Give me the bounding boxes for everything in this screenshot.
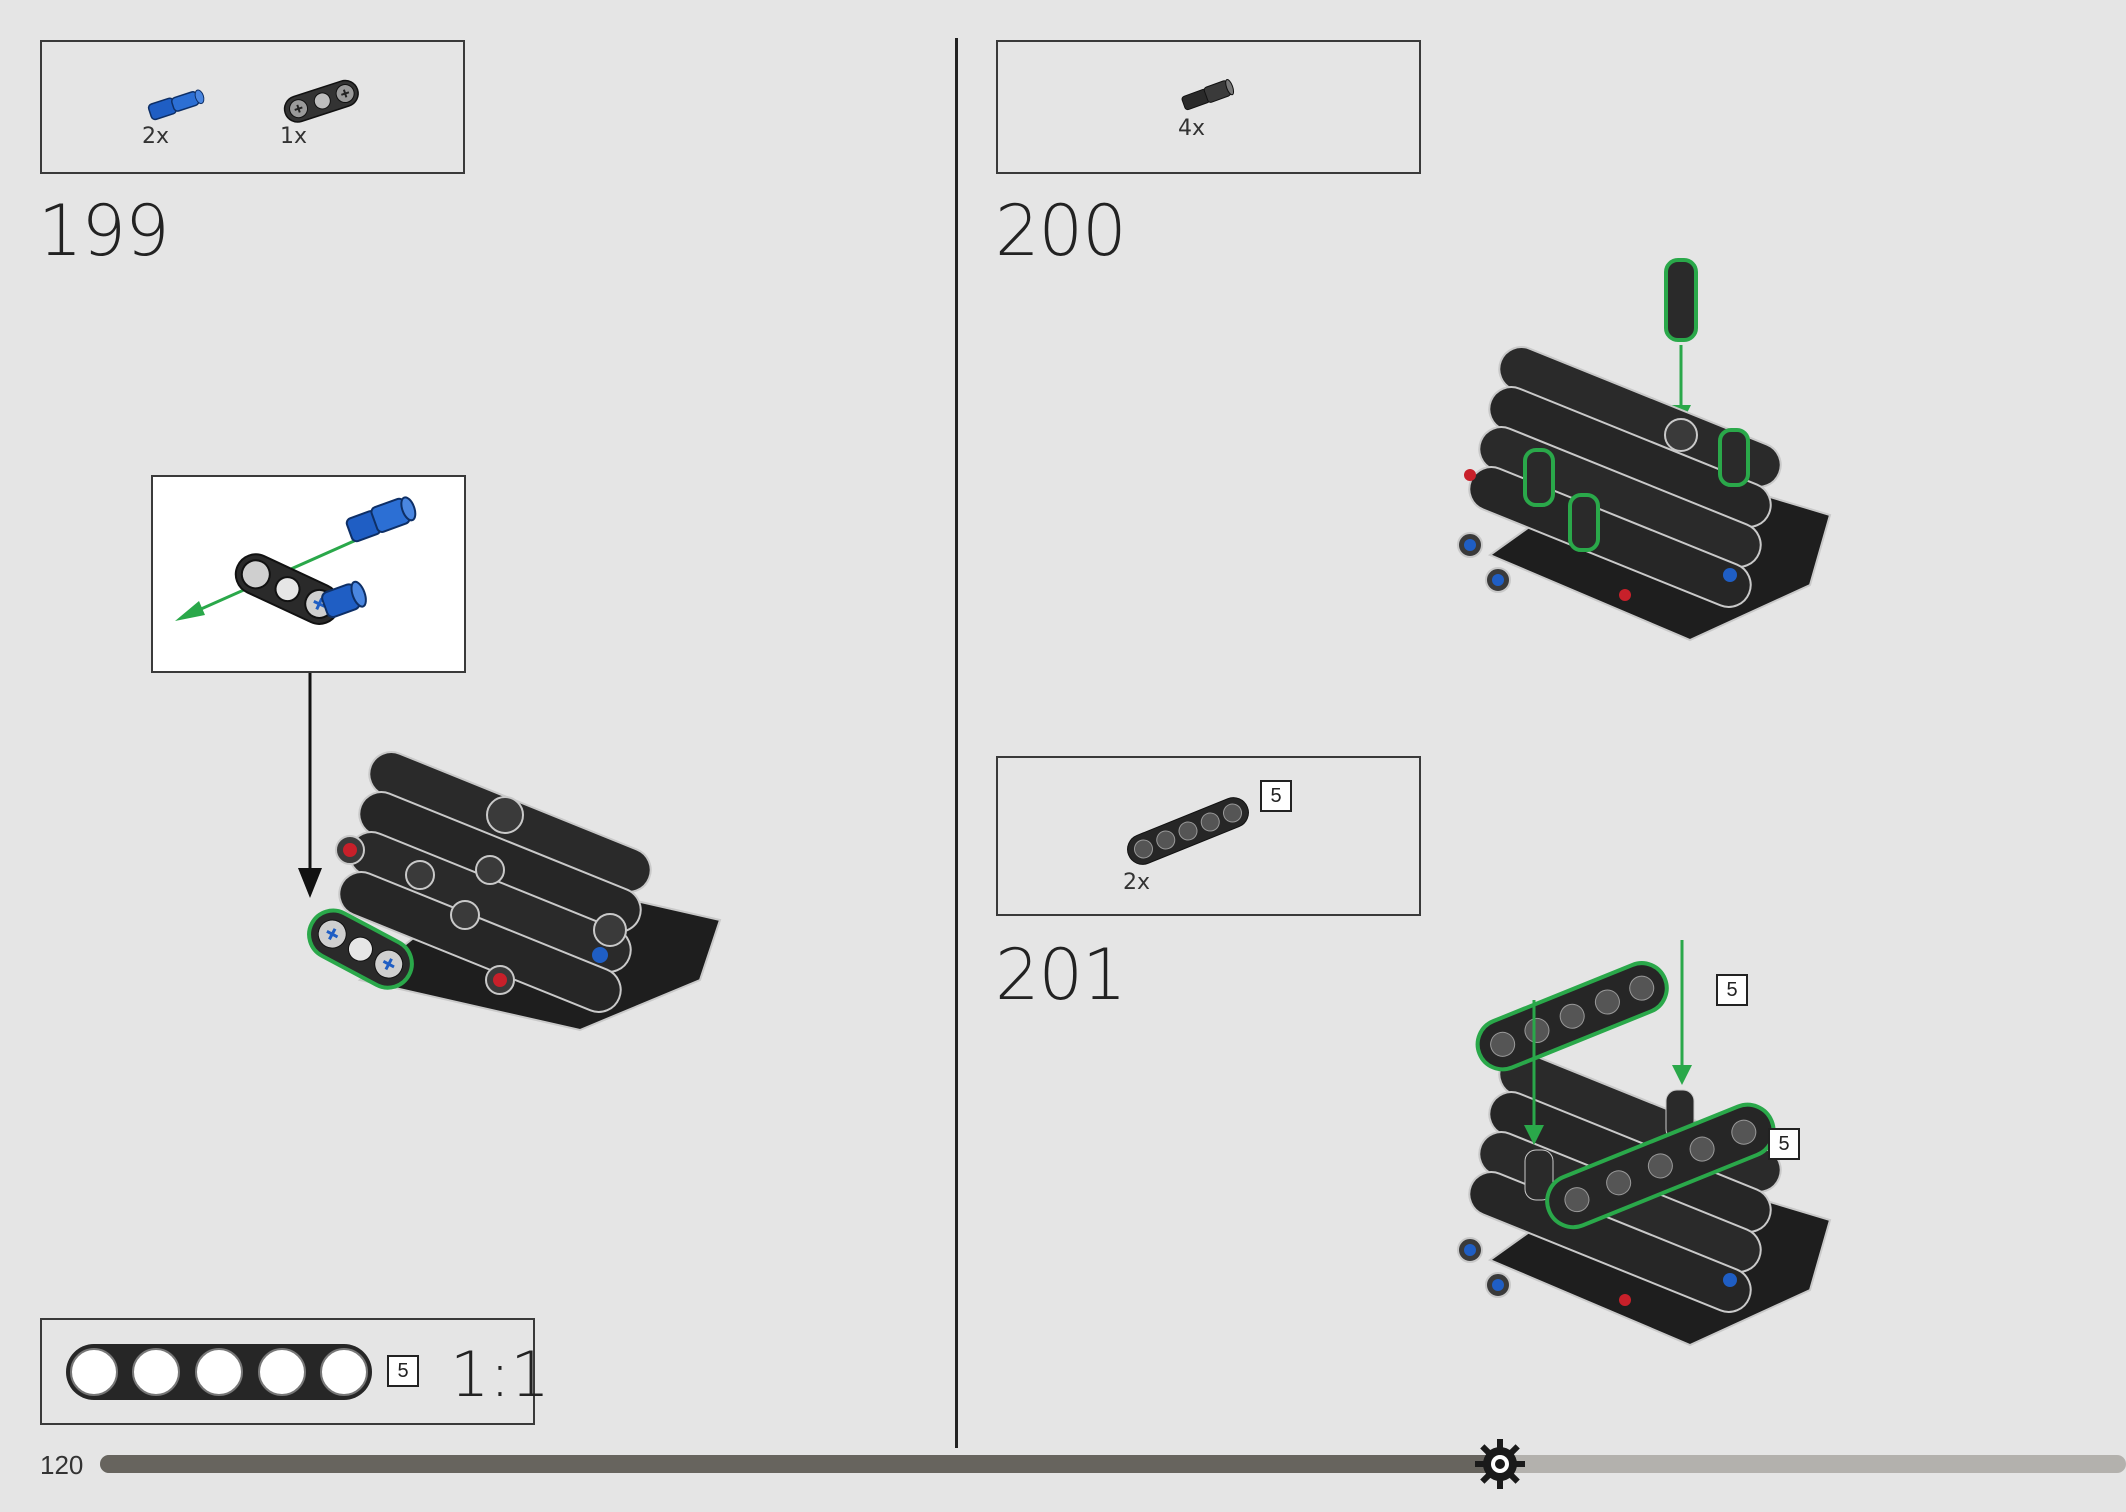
step-number: 201	[995, 934, 1127, 1016]
five-hole-beam-ruler-icon	[66, 1344, 372, 1400]
beam-length-badge-lower: 5	[1768, 1128, 1800, 1160]
blue-axle-pin-icon	[147, 89, 205, 121]
page-number: 120	[40, 1450, 84, 1480]
parts-list-step-200: 4x	[996, 40, 1421, 174]
black-axle-pin-icon	[1181, 79, 1235, 111]
progress-bar-fill	[100, 1455, 1498, 1473]
five-hole-beam-icon	[1127, 797, 1249, 865]
part-quantity: 1x	[280, 124, 308, 149]
scale-label: 1:1	[450, 1338, 550, 1411]
step-number: 200	[995, 190, 1127, 272]
scale-ruler-box: 5 1:1	[40, 1318, 550, 1425]
step-number: 199	[38, 190, 170, 272]
part-quantity: 2x	[1123, 870, 1151, 895]
connector-beam-icon	[283, 79, 359, 123]
gear-icon	[1475, 1439, 1525, 1489]
beam-length-badge-upper: 5	[1716, 974, 1748, 1006]
parts-list-step-199: 2x 1x	[40, 40, 465, 174]
sub-assembly-illustration	[175, 496, 417, 625]
sub-assembly-callout	[151, 475, 466, 673]
part-quantity: 2x	[142, 124, 170, 149]
beam-length-badge: 5	[387, 1355, 419, 1387]
progress-bar	[100, 1455, 2126, 1473]
assembly-model-step-201	[1457, 940, 1832, 1347]
parts-list-step-201: 5 2x	[996, 756, 1421, 916]
beam-length-badge: 5	[1260, 780, 1292, 812]
placement-arrow	[298, 673, 322, 898]
part-quantity: 4x	[1178, 116, 1206, 141]
assembly-model-step-199	[307, 751, 722, 1032]
page-divider	[955, 38, 958, 1448]
assembly-model-step-200	[1457, 258, 1832, 642]
